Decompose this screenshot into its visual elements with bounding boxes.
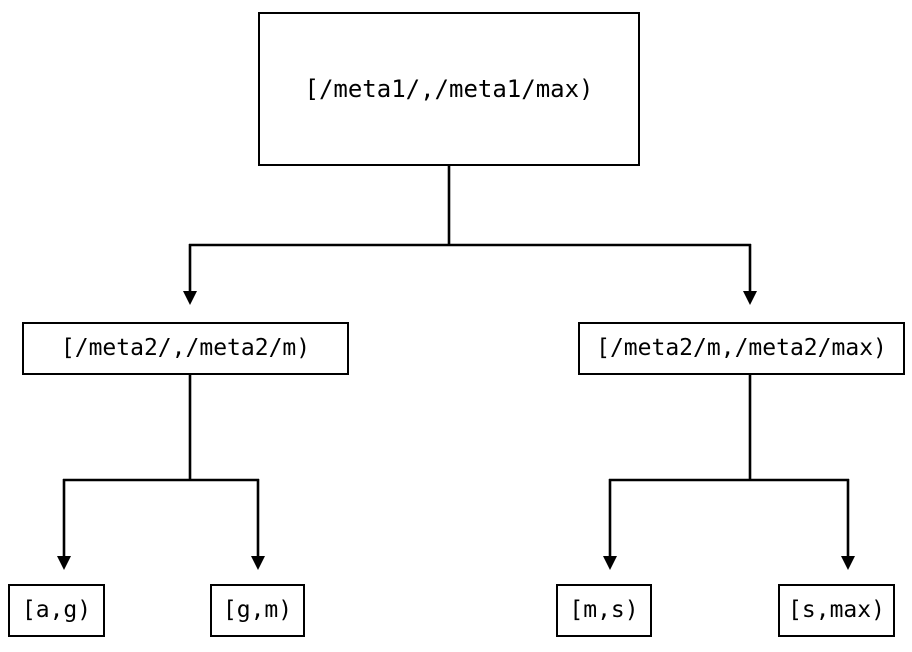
arrowhead-to-leaf-2: [251, 556, 265, 570]
arrowhead-to-leaf-3: [603, 556, 617, 570]
arrowhead-to-leaf-4: [841, 556, 855, 570]
node-leaf-4-label: [s,max): [788, 597, 885, 623]
node-leaf-1-label: [a,g): [21, 597, 92, 623]
node-mid-left-label: [/meta2/,/meta2/m): [60, 335, 311, 361]
node-mid-left[interactable]: [/meta2/,/meta2/m): [22, 322, 349, 375]
arrowhead-to-mid-left: [183, 291, 197, 305]
node-root-label: [/meta1/,/meta1/max): [304, 75, 594, 103]
arrowhead-to-mid-right: [743, 291, 757, 305]
node-mid-right[interactable]: [/meta2/m,/meta2/max): [578, 322, 905, 375]
edge-midright-to-leaves-group: [608, 375, 850, 557]
node-root[interactable]: [/meta1/,/meta1/max): [258, 12, 640, 166]
edge-root-to-mid-group: [188, 166, 752, 292]
node-leaf-2-label: [g,m): [222, 597, 293, 623]
edge-midleft-to-leaves-group: [62, 375, 260, 557]
node-leaf-3[interactable]: [m,s): [556, 584, 652, 637]
node-leaf-2[interactable]: [g,m): [210, 584, 305, 637]
node-mid-right-label: [/meta2/m,/meta2/max): [596, 335, 887, 361]
node-leaf-3-label: [m,s): [569, 597, 639, 623]
node-leaf-1[interactable]: [a,g): [8, 584, 105, 637]
node-leaf-4[interactable]: [s,max): [778, 584, 895, 637]
arrowhead-to-leaf-1: [57, 556, 71, 570]
